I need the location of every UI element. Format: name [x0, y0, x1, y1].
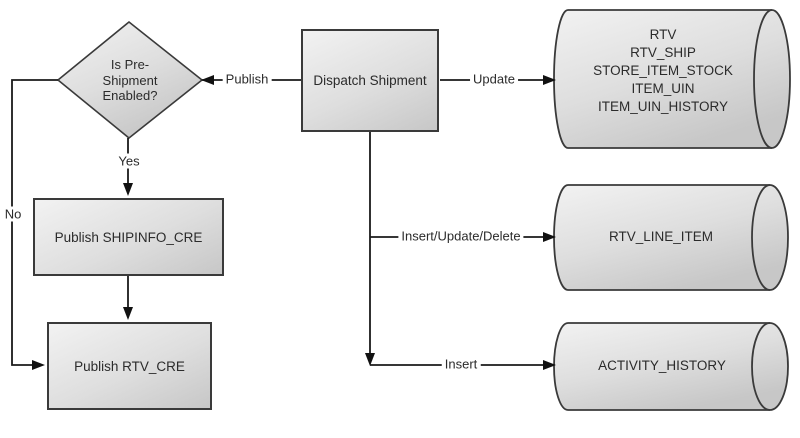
edge-label-no: No [1, 206, 25, 222]
dispatch-shipment-process-box: Dispatch Shipment [301, 29, 439, 132]
edge-label-update: Update [470, 71, 518, 87]
decision-question-text: Is Pre- Shipment Enabled? [102, 56, 158, 103]
arrowhead-into-diamond [201, 75, 214, 85]
datastore-line-item-text: RTV_LINE_ITEM [608, 229, 714, 244]
cylinder-cap-arc [753, 9, 773, 149]
edge-label-publish: Publish [222, 71, 272, 87]
dispatch-shipment-label: Dispatch Shipment [313, 73, 427, 88]
publish-shipinfo-cre-box: Publish SHIPINFO_CRE [33, 198, 224, 276]
publish-rtv-cre-box: Publish RTV_CRE [47, 322, 212, 410]
arrowhead-no-into-rtvcre [32, 360, 45, 370]
arrowheads [32, 75, 556, 370]
datastore-activity-text: ACTIVITY_HISTORY [598, 358, 726, 373]
publish-shipinfo-cre-label: Publish SHIPINFO_CRE [54, 229, 203, 245]
arrowhead-elbow-down [365, 353, 375, 366]
arrowhead-yes [123, 183, 133, 196]
cylinder-cap-arc [751, 184, 771, 291]
arrowhead-update [543, 75, 556, 85]
arrowhead-insert [543, 360, 556, 370]
datastore-cylinder-primary [553, 9, 791, 149]
edge-label-insert-update-delete: Insert/Update/Delete [398, 228, 524, 244]
edge-label-insert: Insert [441, 356, 481, 372]
edge-label-yes: Yes [115, 153, 143, 169]
cylinder-cap-arc [751, 322, 771, 411]
datastore-cylinder-line-item [553, 184, 789, 291]
arrowhead-insert-update-delete [543, 232, 556, 242]
datastore-cylinder-activity [553, 322, 789, 411]
connector-no-path [11, 79, 58, 366]
datastore-primary-tables-text: RTV RTV_SHIP STORE_ITEM_STOCK ITEM_UIN I… [593, 27, 733, 114]
arrowhead-into-rtvcre-top [123, 307, 133, 320]
publish-rtv-cre-label: Publish RTV_CRE [74, 358, 185, 374]
